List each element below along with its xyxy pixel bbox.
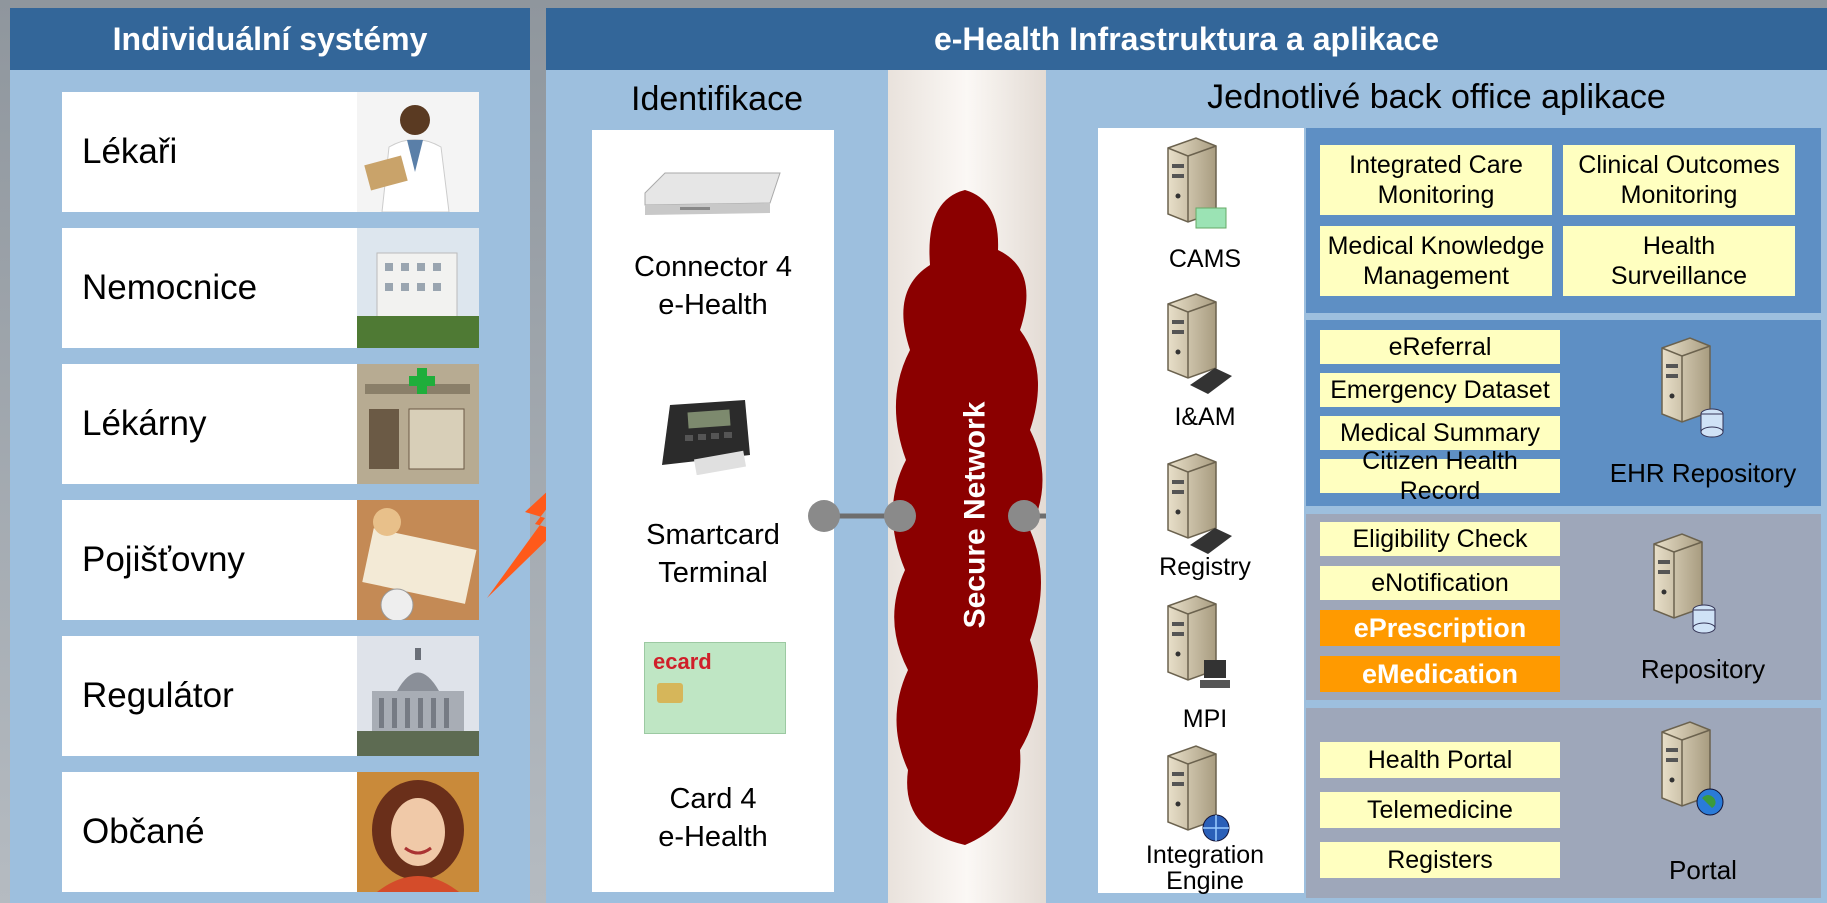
citizen-photo — [357, 772, 479, 892]
capitol-photo — [357, 636, 479, 756]
repository-server-icon — [1653, 533, 1716, 634]
registry-label: Registry — [1159, 553, 1251, 581]
ecard-icon: ecard — [644, 642, 786, 734]
health-portal-box[interactable]: Health Portal — [1320, 742, 1560, 778]
row-pharmacies[interactable]: Lékárny — [62, 364, 479, 484]
cams-server-icon — [1167, 137, 1227, 229]
eligibility-check-box[interactable]: Eligibility Check — [1320, 522, 1560, 556]
row-hospitals[interactable]: Nemocnice — [62, 228, 479, 348]
hospital-photo — [357, 228, 479, 348]
right-header: e-Health Infrastruktura a aplikace — [546, 8, 1827, 70]
left-header: Individuální systémy — [10, 8, 530, 70]
identification-box — [592, 130, 834, 892]
medical-knowledge-box[interactable]: Medical Knowledge Management — [1320, 226, 1552, 296]
row-insurers[interactable]: Pojišťovny — [62, 500, 479, 620]
cams-label: CAMS — [1168, 245, 1242, 273]
integrated-care-box[interactable]: Integrated Care Monitoring — [1320, 145, 1552, 215]
row-label: Regulátor — [82, 676, 234, 715]
ehr-repository-server-icon — [1661, 337, 1724, 438]
iam-server-icon — [1167, 293, 1232, 394]
row-label: Nemocnice — [82, 268, 258, 307]
ereferral-box[interactable]: eReferral — [1320, 330, 1560, 364]
connector-label: Connector 4 e-Health — [634, 251, 792, 321]
doctor-photo — [357, 92, 479, 212]
iam-label: I&AM — [1174, 403, 1236, 431]
backoffice-title: Jednotlivé back office aplikace — [1207, 78, 1666, 116]
chip-icon — [657, 683, 683, 703]
mpi-server-icon — [1167, 595, 1230, 688]
health-surveillance-box[interactable]: Health Surveillance — [1563, 226, 1795, 296]
medical-summary-box[interactable]: Medical Summary — [1320, 416, 1560, 450]
repository-label: Repository — [1640, 654, 1766, 684]
telemedicine-box[interactable]: Telemedicine — [1320, 792, 1560, 828]
row-citizens[interactable]: Občané — [62, 772, 479, 892]
identification-title: Identifikace — [631, 80, 803, 118]
smartcard-label: Smartcard Terminal — [646, 519, 780, 589]
row-label: Lékárny — [82, 404, 207, 443]
row-regulator[interactable]: Regulátor — [62, 636, 479, 756]
connector-device-icon — [644, 172, 781, 215]
pharmacy-photo — [357, 364, 479, 484]
portal-label: Portal — [1669, 855, 1737, 885]
emergency-dataset-box[interactable]: Emergency Dataset — [1320, 373, 1560, 407]
row-label: Pojišťovny — [82, 540, 245, 579]
eprescription-box[interactable]: ePrescription — [1320, 610, 1560, 646]
clinical-outcomes-box[interactable]: Clinical Outcomes Monitoring — [1563, 145, 1795, 215]
citizen-health-record-box[interactable]: Citizen Health Record — [1320, 447, 1560, 505]
registers-box[interactable]: Registers — [1320, 842, 1560, 878]
integration-label: Integration Engine — [1145, 841, 1265, 895]
mpi-label: MPI — [1182, 705, 1228, 733]
emedication-box[interactable]: eMedication — [1320, 656, 1560, 692]
smartcard-terminal-icon — [662, 400, 750, 475]
card-label: Card 4 e-Health — [658, 783, 768, 853]
ehr-repository-label: EHR Repository — [1609, 458, 1797, 488]
row-doctors[interactable]: Lékaři — [62, 92, 479, 212]
enotification-box[interactable]: eNotification — [1320, 566, 1560, 600]
right-header-title: e-Health Infrastruktura a aplikace — [933, 20, 1440, 57]
row-label: Lékaři — [82, 132, 178, 171]
ecard-text: ecard — [653, 649, 712, 674]
left-header-title: Individuální systémy — [112, 20, 428, 57]
integration-server-icon — [1167, 745, 1230, 842]
secure-network-cloud — [892, 190, 1043, 845]
insurance-photo — [357, 500, 479, 620]
registry-server-icon — [1167, 453, 1232, 554]
portal-server-icon — [1661, 721, 1724, 816]
row-label: Občané — [82, 812, 205, 851]
